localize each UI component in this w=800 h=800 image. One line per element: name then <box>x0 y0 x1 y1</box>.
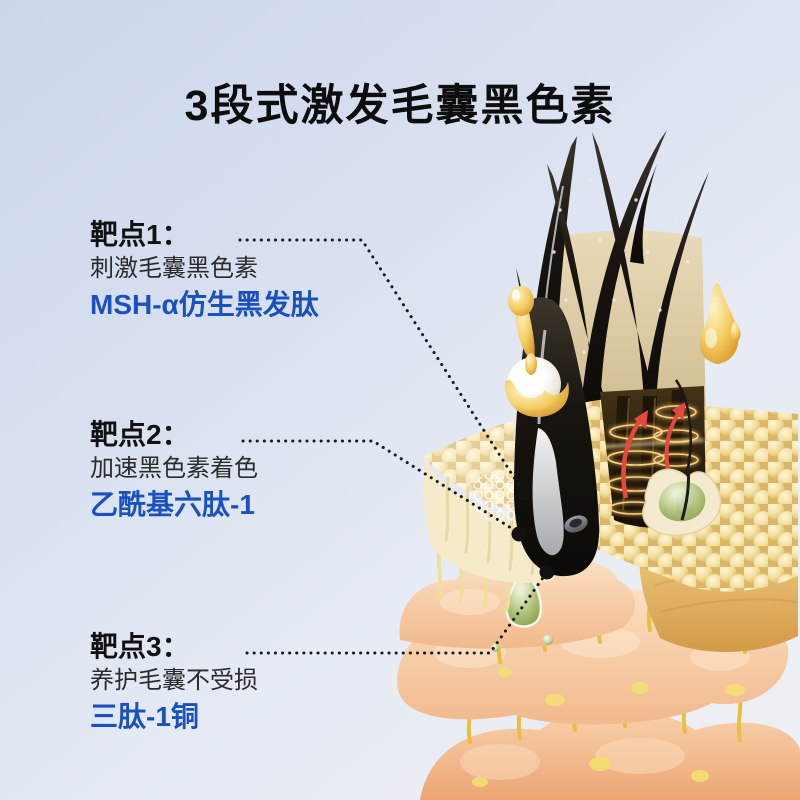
sebaceous-gland <box>642 467 722 536</box>
leader-lines <box>238 238 549 655</box>
target-block-3: 靶点3： 养护毛囊不受损 三肽-1铜 <box>90 630 258 734</box>
target-3-description: 养护毛囊不受损 <box>90 667 258 694</box>
target-3-label: 靶点3： <box>90 631 190 662</box>
leader-line-3 <box>245 570 549 655</box>
lipid-spot <box>498 667 512 677</box>
oil-droplet-right <box>700 283 741 364</box>
lipid-spot <box>691 770 709 782</box>
target-1-description: 刺激毛囊黑色素 <box>90 255 258 282</box>
leader-line-2 <box>241 439 521 535</box>
hair-cuticle-specks <box>552 178 690 354</box>
target-2-ingredient: 乙酰基六肽-1 <box>90 489 255 520</box>
leader-line-1 <box>238 238 526 495</box>
lipid-spot <box>472 777 488 787</box>
target-block-1: 靶点1： 刺激毛囊黑色素 MSH-α仿生黑发肽 <box>90 218 319 322</box>
target-dot-1 <box>516 485 532 501</box>
page-title: 3段式激发毛囊黑色素 <box>184 81 616 130</box>
target-dot-3 <box>539 564 555 580</box>
hair-canal-tube <box>564 515 588 533</box>
target-dot-2 <box>511 526 527 542</box>
thin-hair <box>674 379 692 469</box>
target-block-2: 靶点2： 加速黑色素着色 乙酰基六肽-1 <box>90 418 258 522</box>
nutrient-pearl <box>491 644 499 652</box>
oil-droplet-left <box>504 286 569 418</box>
nutrient-pearl <box>543 635 553 645</box>
target-1-ingredient: MSH-α仿生黑发肽 <box>90 289 319 320</box>
target-1-label: 靶点1： <box>90 219 190 250</box>
lipid-spot <box>545 694 565 706</box>
bulb-highlight <box>532 428 564 556</box>
activation-arrows <box>621 402 686 499</box>
target-2-label: 靶点2： <box>90 419 190 450</box>
gold-splash <box>504 380 569 418</box>
target-3-ingredient: 三肽-1铜 <box>90 701 199 732</box>
lipid-spot <box>589 757 611 771</box>
target-2-description: 加速黑色素着色 <box>90 455 258 482</box>
lipid-spot <box>631 682 649 694</box>
lipid-spot <box>725 684 745 696</box>
